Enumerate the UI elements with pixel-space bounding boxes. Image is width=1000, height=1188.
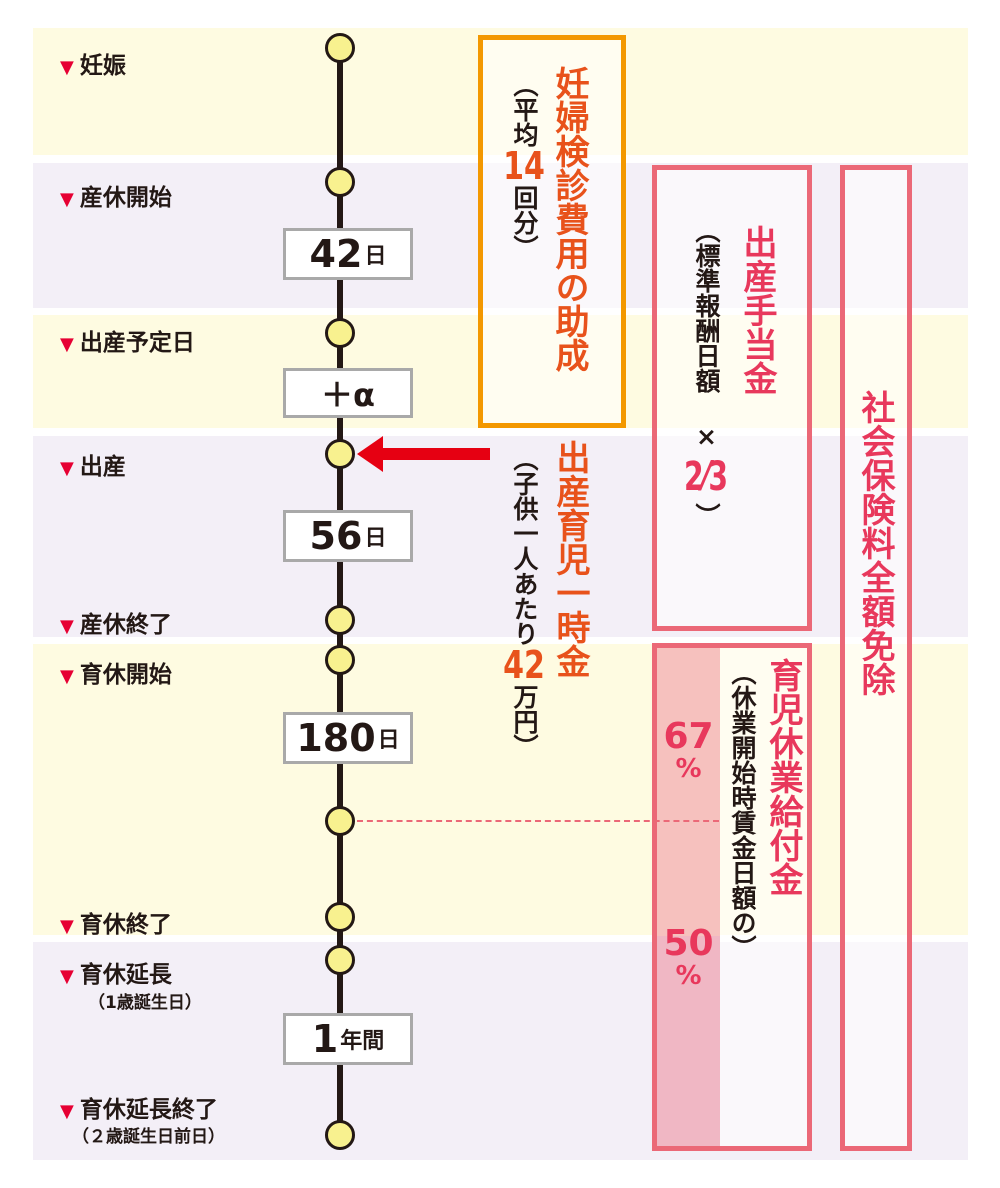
stage-extension-note: （1歳誕生日） [88,993,202,1013]
triangle-icon: ▼ [60,334,74,355]
maternity-note: （標準報酬日額 ×2⁄3） [684,218,728,528]
arrow-head-icon [357,436,383,472]
timeline-dot [325,806,355,836]
stage-extension: ▼育休延長 [60,962,172,988]
triangle-icon: ▼ [60,57,74,78]
stage-birth: ▼出産 [60,454,126,480]
checkup-subsidy-box [478,35,626,428]
birth-arrow [378,448,490,460]
stage-pregnancy: ▼妊娠 [60,53,126,79]
stage-childcare-start: ▼育休開始 [60,662,172,688]
childcare-benefit-box [652,643,812,1151]
insurance-exemption-box [840,165,912,1151]
lump-sum-title: 出産育児一時金 [550,440,590,678]
triangle-icon: ▼ [60,616,74,637]
duration-plus-alpha: ＋α [283,368,413,418]
timeline-dot [325,318,355,348]
triangle-icon: ▼ [60,189,74,210]
timeline-dot [325,902,355,932]
timeline-dot [325,439,355,469]
band-birth [33,436,968,637]
lump-sum-note: （子供一人あたり42万円） [503,446,545,759]
stage-extension-end-note: （２歳誕生日前日） [72,1127,225,1147]
insurance-title: 社会保険料全額免除 [855,390,895,696]
band-extension [33,942,968,1160]
rate-67: 67% [663,716,714,784]
triangle-icon: ▼ [60,1101,74,1122]
timeline-dot [325,33,355,63]
checkup-note: （平均14回分） [503,72,545,260]
timeline-dot [325,645,355,675]
stage-leave-end: ▼産休終了 [60,612,172,638]
stage-due-date: ▼出産予定日 [60,330,195,356]
stage-childcare-end: ▼育休終了 [60,912,172,938]
timeline-dot [325,1120,355,1150]
timeline-line [337,48,343,1136]
rate-50: 50% [663,923,714,991]
rate-change-line [357,820,719,822]
triangle-icon: ▼ [60,458,74,479]
checkup-title: 妊婦検診費用の助成 [549,66,589,372]
childcare-note: （休業開始時賃金日額の） [728,660,757,960]
timeline-dot [325,945,355,975]
stage-leave-start: ▼産休開始 [60,185,172,211]
childcare-title: 育児休業給付金 [763,658,803,896]
maternity-allowance-box [652,165,812,631]
band-childcare [33,644,968,935]
maternity-title: 出産手当金 [737,225,777,395]
triangle-icon: ▼ [60,916,74,937]
timeline-dot [325,167,355,197]
triangle-icon: ▼ [60,666,74,687]
timeline-dot [325,605,355,635]
stage-extension-end: ▼育休延長終了 [60,1097,218,1123]
triangle-icon: ▼ [60,966,74,987]
